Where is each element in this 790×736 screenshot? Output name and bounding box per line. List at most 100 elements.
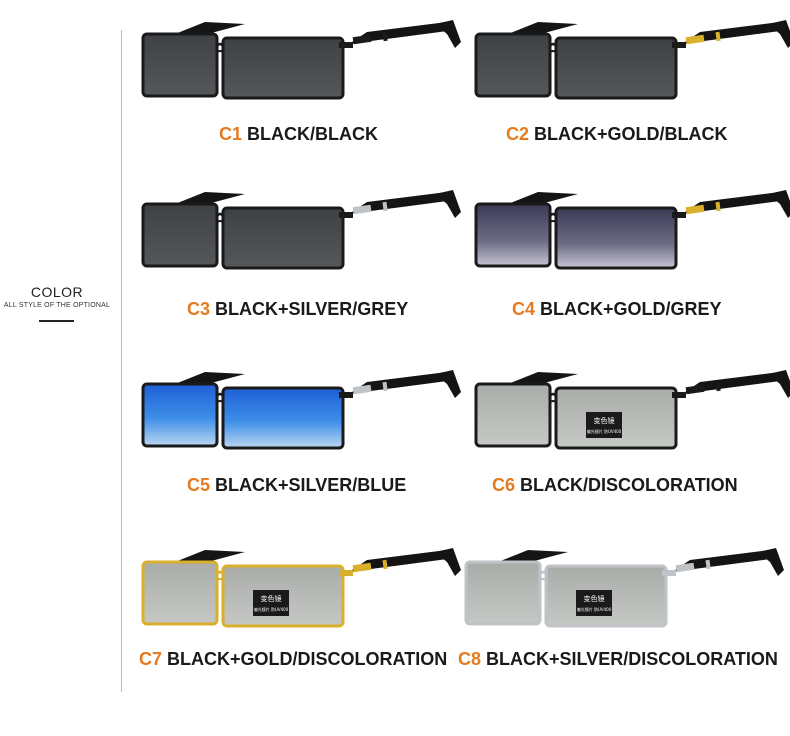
caption-name: BLACK+GOLD/BLACK [534,124,728,144]
temple-stripe [715,31,721,42]
caption-code: C3 [187,299,211,319]
caption-c3: C3 BLACK+SILVER/GREY [187,299,408,320]
temple-arm [682,22,788,44]
temple-arm [349,192,455,214]
hinge-accent [352,384,372,395]
hinge-accent [685,34,705,45]
right-lens [221,206,345,270]
bridge-bottom [549,220,557,223]
temple-tip [768,370,790,398]
caption-name: BLACK+SILVER/BLUE [215,475,407,495]
front-hinge [339,570,353,576]
color-subheading: ALL STYLE OF THE OPTIONAL [3,302,111,309]
color-heading: COLOR [30,284,84,300]
temple-tip [435,548,461,576]
left-lens [141,560,219,626]
temple-tip [435,20,461,48]
temple-tip [768,20,790,48]
front-hinge [672,392,686,398]
temple-tip [435,370,461,398]
caption-code: C7 [139,649,163,669]
bridge-top [216,42,224,47]
bridge-bottom [539,578,547,581]
caption-c1: C1 BLACK/BLACK [219,124,378,145]
caption-code: C2 [506,124,530,144]
bridge-bottom [216,400,224,403]
caption-name: BLACK+GOLD/DISCOLORATION [167,649,448,669]
caption-c7: C7 BLACK+GOLD/DISCOLORATION [139,649,447,670]
front-hinge [672,42,686,48]
front-hinge [339,42,353,48]
right-lens [554,206,678,270]
caption-c8: C8 BLACK+SILVER/DISCOLORATION [458,649,778,670]
bridge-top [216,570,224,575]
badge-subtitle: 偏光镜片 防UV400 [254,606,289,612]
temple-arm [682,372,788,394]
hinge-accent [352,34,372,45]
heading-underline [39,320,74,322]
caption-code: C1 [219,124,243,144]
sunglasses-c1-image [141,20,461,100]
caption-name: BLACK/DISCOLORATION [520,475,738,495]
caption-code: C5 [187,475,211,495]
hinge-accent [685,384,705,395]
sunglasses-c3-image [141,190,461,270]
temple-tip [768,190,790,218]
temple-stripe [382,201,388,212]
bridge-top [549,392,557,397]
badge-box [253,590,289,616]
temple-stripe [382,381,388,392]
front-hinge [339,392,353,398]
temple-stripe [382,559,388,570]
caption-c2: C2 BLACK+GOLD/BLACK [506,124,728,145]
badge-title: 变色镜 [584,594,605,603]
right-lens [554,36,678,100]
sunglasses-c4-image [474,190,790,270]
vertical-divider [121,30,122,692]
temple-arm [682,192,788,214]
bridge-bottom [549,400,557,403]
badge-title: 变色镜 [594,416,615,425]
front-hinge [672,212,686,218]
right-lens [221,386,345,450]
badge-title: 变色镜 [261,594,282,603]
temple-stripe [715,381,721,392]
temple-stripe [715,201,721,212]
temple-arm [349,22,455,44]
badge-box [586,412,622,438]
bridge-bottom [216,220,224,223]
caption-c5: C5 BLACK+SILVER/BLUE [187,475,406,496]
caption-code: C8 [458,649,482,669]
sunglasses-c2-image [474,20,790,100]
badge-subtitle: 偏光镜片 防UV400 [587,428,622,434]
temple-tip [435,190,461,218]
left-lens [464,560,542,626]
temple-arm [349,550,455,572]
bridge-bottom [216,50,224,53]
caption-name: BLACK/BLACK [247,124,379,144]
hinge-accent [675,562,695,573]
left-lens [474,32,552,98]
caption-name: BLACK+GOLD/GREY [540,299,722,319]
badge-subtitle: 偏光镜片 防UV400 [577,606,612,612]
bridge-bottom [549,50,557,53]
hinge-accent [352,204,372,215]
left-lens [474,202,552,268]
temple-stripe [705,559,711,570]
left-lens [474,382,552,448]
caption-code: C4 [512,299,536,319]
right-lens [221,36,345,100]
hinge-accent [685,204,705,215]
temple-arm [672,550,778,572]
sunglasses-c5-image [141,370,461,450]
bridge-top [216,392,224,397]
temple-arm [349,372,455,394]
caption-name: BLACK+SILVER/DISCOLORATION [486,649,778,669]
caption-code: C6 [492,475,516,495]
